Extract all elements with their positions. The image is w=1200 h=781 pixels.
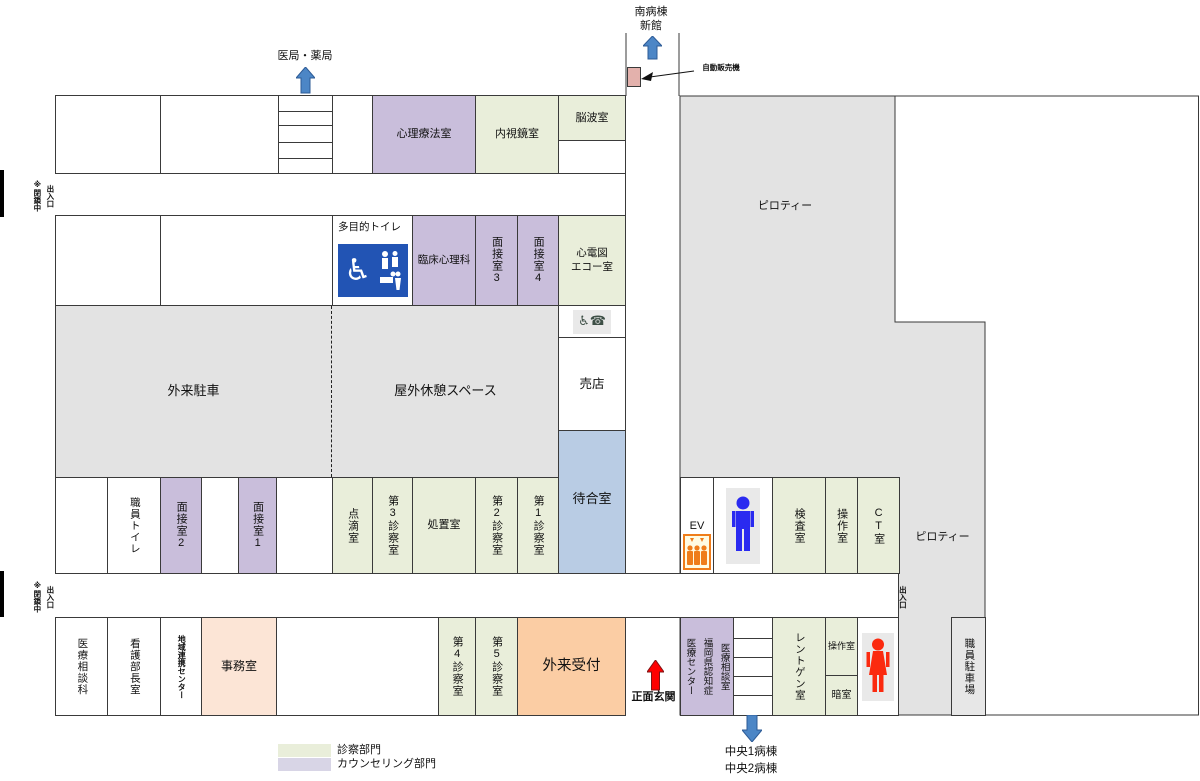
closed-note-bottom: ※閉鎖中 bbox=[32, 581, 42, 613]
central-wards-down-arrow-icon bbox=[742, 715, 762, 742]
south-ward-label: 南病棟 新館 bbox=[634, 5, 668, 32]
entrance-top: 出入口 bbox=[45, 184, 55, 208]
womens-toilet-cell bbox=[857, 617, 899, 716]
phone-icon: ☎ bbox=[589, 313, 606, 329]
elevator-cell: EV bbox=[680, 477, 714, 574]
room-staff-parking: 職員駐車場 bbox=[951, 617, 986, 716]
empty-room bbox=[55, 215, 161, 306]
accessible-phone-cell: ♿ ☎ bbox=[558, 305, 626, 338]
room-staff-toilet: 職員トイレ bbox=[107, 477, 161, 574]
room-ct: CT室 bbox=[857, 477, 900, 574]
room-darkroom: 暗室 bbox=[825, 675, 858, 716]
vending-machine bbox=[627, 67, 641, 87]
male-icon bbox=[732, 496, 754, 551]
female-icon bbox=[866, 638, 890, 692]
empty-room bbox=[55, 477, 108, 574]
multipurpose-toilet-label: 多目的トイレ bbox=[338, 221, 401, 233]
pharmacy-up-arrow-icon bbox=[296, 67, 315, 94]
room-eeg: 脳波室 bbox=[558, 95, 626, 141]
room-exam5: 第5診察室 bbox=[475, 617, 518, 716]
room-operation-bottom: 操作室 bbox=[825, 617, 858, 676]
entrance-right: 出入口 bbox=[898, 585, 908, 609]
room-exam2: 第2診察室 bbox=[475, 477, 518, 574]
room-interview3: 面接室3 bbox=[475, 215, 518, 306]
room-nursing-director: 看護部長室 bbox=[107, 617, 161, 716]
pharmacy-label: 医局・薬局 bbox=[277, 50, 333, 63]
closed-entrance-bar-bottom bbox=[0, 571, 4, 617]
empty-room bbox=[201, 477, 239, 574]
central-wards-label: 中央1病棟 中央2病棟 bbox=[724, 746, 778, 775]
elevator-icon bbox=[683, 534, 711, 570]
front-entrance-label: 正面玄関 bbox=[631, 691, 676, 704]
room-endoscopy: 内視鏡室 bbox=[475, 95, 559, 174]
room-shop: 売店 bbox=[558, 337, 626, 431]
front-entrance-arrow-icon bbox=[647, 660, 664, 691]
legend-consultation-label: 診察部門 bbox=[337, 743, 381, 756]
corridor-top bbox=[55, 173, 626, 216]
room-regional-cooperation-center: 地域連携センター bbox=[160, 617, 202, 716]
room-outpatient-reception: 外来受付 bbox=[517, 617, 626, 716]
empty-room bbox=[276, 617, 439, 716]
pilotis-top-label: ピロティー bbox=[757, 199, 813, 212]
legend-counseling-swatch bbox=[278, 758, 331, 771]
room-exam3: 第3診察室 bbox=[372, 477, 413, 574]
closed-note-top: ※閉鎖中 bbox=[32, 180, 42, 212]
stairs-top bbox=[278, 95, 333, 174]
dashed-divider bbox=[331, 306, 332, 477]
room-waiting: 待合室 bbox=[558, 430, 626, 574]
room-psychotherapy: 心理療法室 bbox=[372, 95, 476, 174]
room-medical-consultation-dept: 医療相談科 bbox=[55, 617, 108, 716]
room-operation-mid: 操作室 bbox=[825, 477, 858, 574]
vending-machine-label: 自動販売機 bbox=[702, 62, 740, 72]
closed-entrance-bar-top bbox=[0, 170, 4, 217]
room-multipurpose-toilet: 多目的トイレ ♿ bbox=[332, 215, 413, 306]
entrance-bottom: 出入口 bbox=[45, 585, 55, 609]
male-icon-box bbox=[726, 487, 760, 564]
room-office: 事務室 bbox=[201, 617, 277, 716]
room-inspection: 検査室 bbox=[772, 477, 826, 574]
outdoor-rest-space-label: 屋外休憩スペース bbox=[394, 383, 497, 399]
wheelchair-icon: ♿ bbox=[344, 253, 372, 287]
outpatient-parking-label: 外来駐車 bbox=[167, 383, 220, 399]
pilotis-right-label: ピロティー bbox=[915, 530, 970, 543]
caretaker-figures-icon bbox=[379, 250, 401, 290]
room-dementia-center: 医療相談室 福岡県認知症 医療センター bbox=[680, 617, 734, 716]
room-ecg-echo: 心電図 エコー室 bbox=[558, 215, 626, 306]
female-icon-box bbox=[862, 632, 894, 701]
corridor-bottom bbox=[55, 573, 899, 618]
room-interview2: 面接室2 bbox=[160, 477, 202, 574]
room-clinical-psychology: 臨床心理科 bbox=[412, 215, 476, 306]
accessible-phone-icons: ♿ ☎ bbox=[573, 309, 611, 334]
stairs-bottom bbox=[733, 617, 773, 716]
south-ward-up-arrow-icon bbox=[643, 36, 662, 60]
wheelchair-icon: ♿ bbox=[578, 313, 590, 329]
room-exam4: 第4診察室 bbox=[438, 617, 476, 716]
empty-room bbox=[160, 215, 333, 306]
mens-toilet-cell bbox=[713, 477, 773, 574]
legend-consultation-swatch bbox=[278, 744, 331, 757]
empty-room bbox=[160, 95, 279, 174]
room-xray: レントゲン室 bbox=[772, 617, 826, 716]
room-interview4: 面接室4 bbox=[517, 215, 559, 306]
elevator-label: EV bbox=[689, 519, 705, 532]
accessible-toilet-sign-icon: ♿ bbox=[338, 244, 408, 297]
empty-room bbox=[276, 477, 333, 574]
room-interview1: 面接室1 bbox=[238, 477, 277, 574]
room-iv: 点滴室 bbox=[332, 477, 373, 574]
empty-room bbox=[55, 95, 161, 174]
empty-room bbox=[332, 95, 373, 174]
room-treatment: 処置室 bbox=[412, 477, 476, 574]
legend-counseling-label: カウンセリング部門 bbox=[337, 757, 436, 770]
room-exam1: 第1診察室 bbox=[517, 477, 559, 574]
